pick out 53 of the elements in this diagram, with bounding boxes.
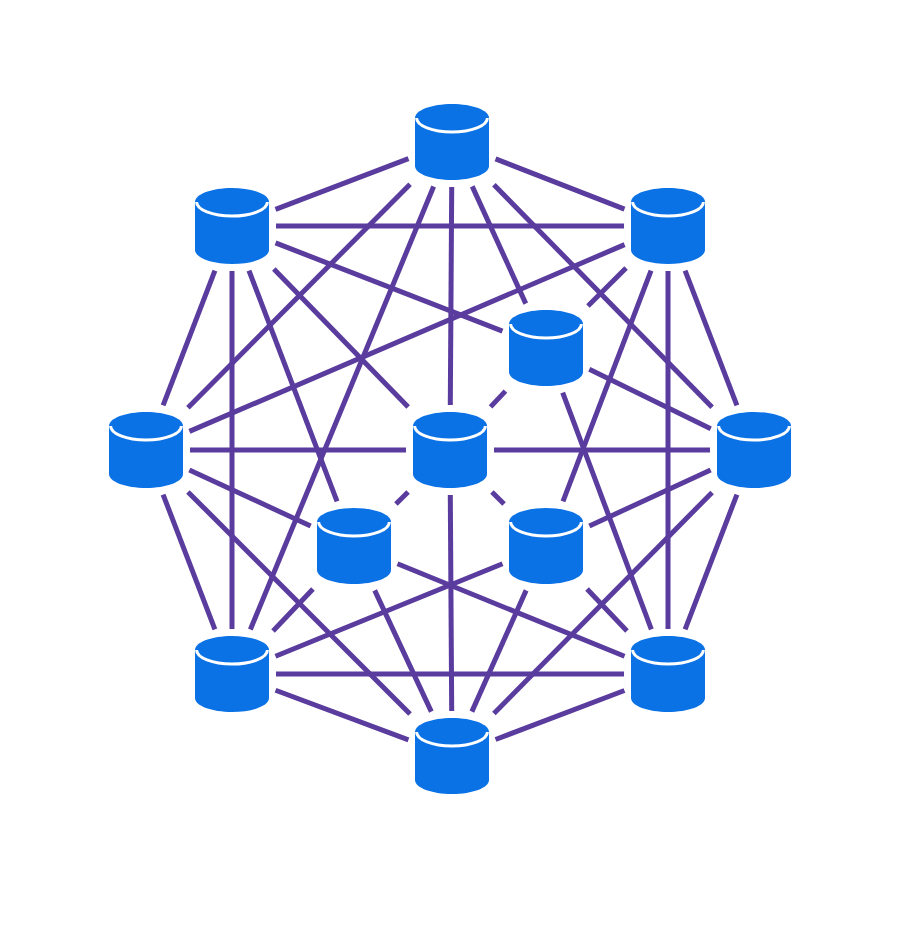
connector-line (588, 467, 712, 529)
database-cylinder (509, 310, 583, 386)
connector-line (560, 269, 654, 503)
connector-line (274, 687, 410, 743)
connector-line (274, 156, 410, 212)
database-cylinder (717, 412, 791, 488)
connector-line (494, 447, 710, 453)
connector-line (492, 182, 714, 409)
connector-line (160, 269, 218, 407)
database-cylinder (317, 508, 391, 584)
connector-line (276, 671, 624, 677)
connector-line (160, 493, 218, 631)
connector-line (494, 688, 626, 742)
connector-line (488, 389, 508, 409)
connector-line (394, 490, 410, 506)
connector-line (490, 490, 506, 506)
connector-line (665, 271, 671, 629)
connector-line (372, 589, 434, 713)
connector-line (248, 185, 436, 631)
connector-line (586, 266, 628, 308)
connector-line (190, 447, 406, 453)
connector-line (447, 187, 455, 405)
database-cylinder (509, 508, 583, 584)
database-cylinder (195, 188, 269, 264)
connector-line (682, 269, 740, 407)
connector-line (396, 561, 626, 659)
connector-line (588, 366, 712, 432)
connector-line (492, 490, 714, 716)
database-cylinder (415, 718, 489, 794)
connector-line (186, 490, 412, 716)
connector-line (494, 156, 626, 212)
database-cylinder (195, 636, 269, 712)
connector-line (276, 223, 624, 229)
connector-line (272, 267, 410, 409)
database-cylinder (631, 188, 705, 264)
connector-line (469, 185, 529, 305)
database-cylinder (415, 104, 489, 180)
connector-line (274, 240, 504, 334)
connector-line (188, 242, 626, 434)
connector-line (469, 589, 529, 713)
database-cylinder (109, 412, 183, 488)
connector-line (271, 587, 315, 633)
connector-line (188, 467, 312, 529)
connector-line (229, 271, 235, 629)
connector-line (246, 269, 340, 503)
connector-line (585, 587, 629, 633)
connector-line (447, 495, 455, 711)
database-cylinder (631, 636, 705, 712)
database-cylinder (413, 412, 487, 488)
connector-line (186, 182, 412, 410)
connector-line (560, 391, 654, 631)
connector-line (682, 493, 740, 631)
connector-line (274, 561, 504, 659)
